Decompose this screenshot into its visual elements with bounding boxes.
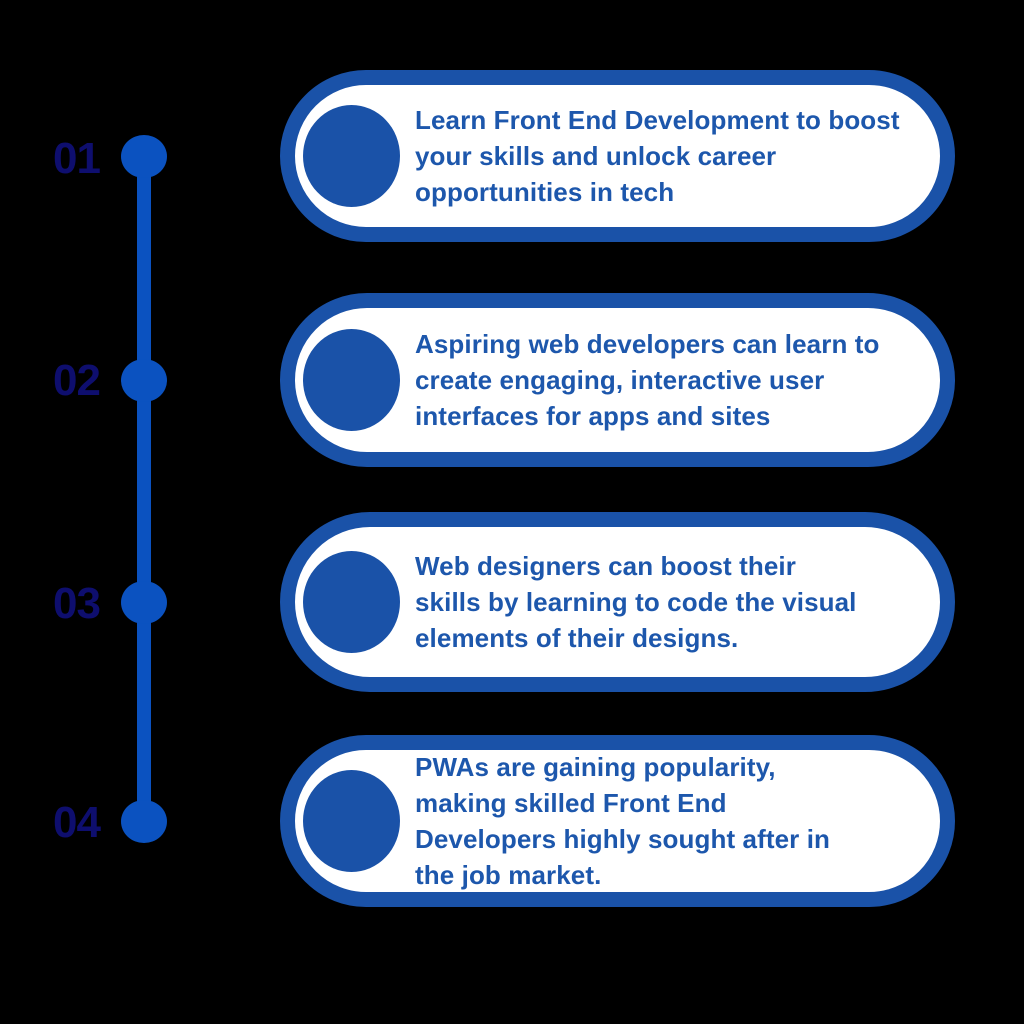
step-number-1: 01 xyxy=(53,134,101,183)
bullet-circle-icon xyxy=(303,105,400,207)
step-card-3: Web designers can boost their skills by … xyxy=(280,512,955,692)
timeline-node-4 xyxy=(121,800,167,843)
step-number-4: 04 xyxy=(53,798,101,847)
bullet-circle-icon xyxy=(303,329,400,431)
step-card-4: PWAs are gaining popularity, making skil… xyxy=(280,735,955,907)
step-card-2: Aspiring web developers can learn to cre… xyxy=(280,293,955,467)
timeline-line xyxy=(137,156,151,821)
timeline-node-2 xyxy=(121,359,167,402)
timeline-node-3 xyxy=(121,581,167,624)
step-card-1: Learn Front End Development to boost you… xyxy=(280,70,955,242)
step-text-1: Learn Front End Development to boost you… xyxy=(415,105,900,207)
bullet-circle-icon xyxy=(303,770,400,872)
bullet-circle-icon xyxy=(303,551,400,653)
step-number-3: 03 xyxy=(53,579,101,628)
timeline-node-1 xyxy=(121,135,167,178)
step-text-2: Aspiring web developers can learn to cre… xyxy=(415,329,880,431)
step-text-4: PWAs are gaining popularity, making skil… xyxy=(415,752,831,890)
step-number-2: 02 xyxy=(53,356,101,405)
step-text-3: Web designers can boost their skills by … xyxy=(415,551,857,653)
